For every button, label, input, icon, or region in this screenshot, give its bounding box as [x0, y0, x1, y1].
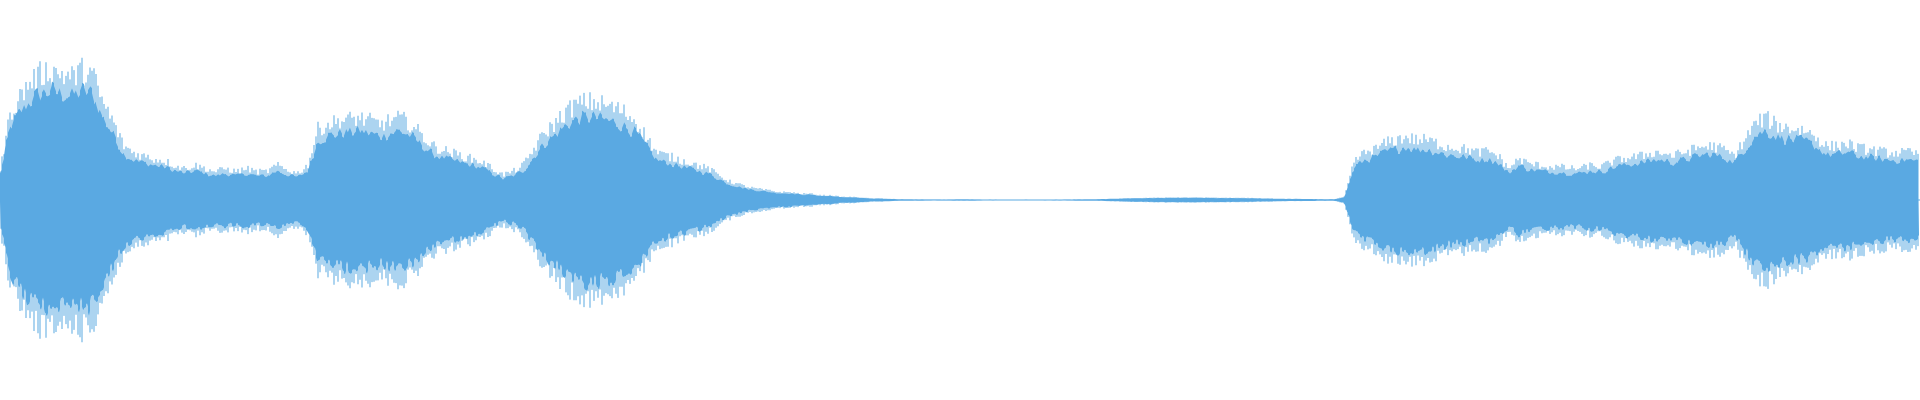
waveform-graphic — [0, 57, 1920, 343]
